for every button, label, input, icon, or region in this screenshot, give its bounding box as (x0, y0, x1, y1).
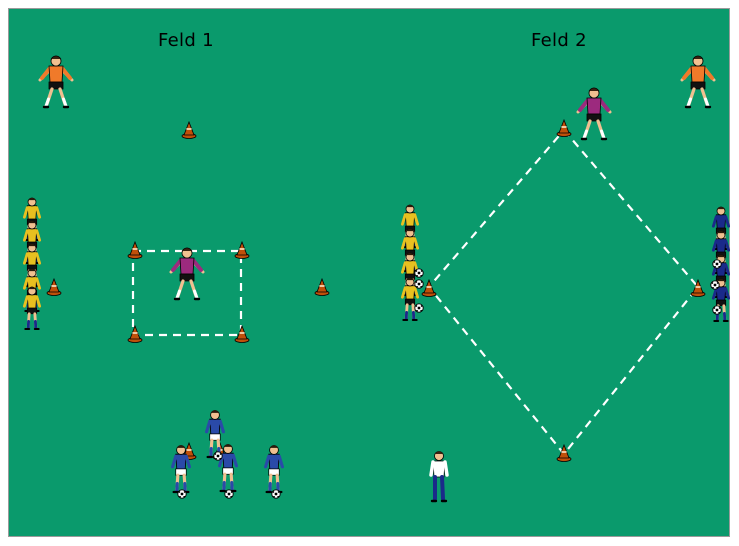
soccer-ball-icon (415, 304, 423, 312)
pitch-surface (9, 9, 730, 537)
training-pitch (8, 8, 730, 537)
field1-label: Feld 1 (158, 30, 214, 51)
soccer-ball-icon (272, 490, 280, 498)
soccer-ball-icon (415, 280, 423, 288)
soccer-ball-icon (225, 490, 233, 498)
soccer-ball-icon (711, 281, 719, 289)
soccer-ball-icon (713, 260, 721, 268)
field2-label: Feld 2 (531, 30, 587, 51)
soccer-ball-icon (178, 490, 186, 498)
soccer-ball-icon (415, 269, 423, 277)
soccer-ball-icon (713, 306, 721, 314)
soccer-ball-icon (214, 452, 222, 460)
